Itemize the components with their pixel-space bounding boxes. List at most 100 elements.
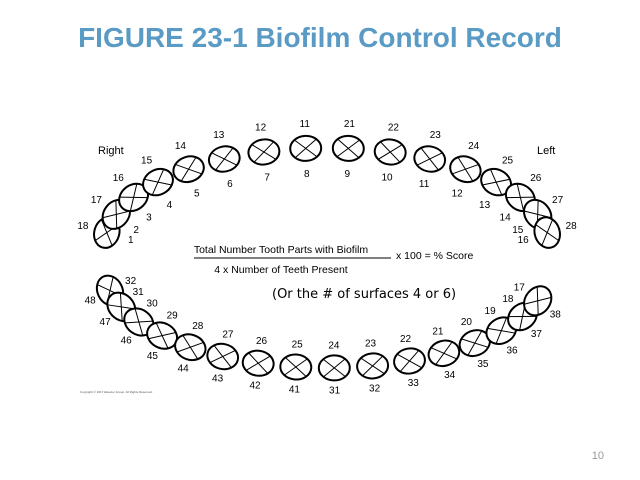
fdi-number-label: 48 (85, 296, 97, 307)
universal-number-label: 3 (146, 213, 152, 224)
tooth-divider (451, 163, 479, 175)
tooth-42[interactable] (241, 349, 275, 378)
universal-number-label: 18 (502, 294, 514, 305)
universal-number-label: 8 (304, 169, 310, 180)
tooth-21[interactable] (331, 134, 365, 162)
tooth-44[interactable] (172, 330, 209, 364)
fdi-number-label: 44 (178, 364, 190, 375)
universal-number-label: 22 (400, 334, 412, 345)
formula-multiplier: x 100 = % Score (396, 250, 473, 262)
tooth-22[interactable] (373, 138, 407, 167)
fdi-number-label: 15 (141, 155, 153, 166)
tooth-31[interactable] (317, 354, 351, 382)
tooth-divider (253, 141, 274, 163)
universal-number-label: 16 (518, 235, 530, 246)
fdi-number-label: 17 (91, 195, 103, 206)
tooth-11[interactable] (289, 134, 323, 162)
right-label: Right (98, 145, 124, 157)
fdi-number-label: 27 (552, 195, 564, 206)
copyright-text: Copyright © 2017 Elsevier Group. All Rig… (80, 390, 153, 394)
fdi-number-label: 28 (566, 221, 578, 232)
tooth-38[interactable] (518, 281, 557, 321)
fdi-number-label: 32 (369, 383, 381, 394)
fdi-number-label: 21 (344, 119, 356, 130)
tooth-divider (535, 224, 560, 242)
fdi-number-label: 47 (100, 317, 112, 328)
tooth-12[interactable] (247, 138, 281, 167)
tooth-14[interactable] (170, 152, 207, 186)
fdi-number-label: 16 (113, 173, 125, 184)
universal-number-label: 31 (133, 287, 145, 298)
tooth-divider (416, 152, 443, 166)
tooth-15[interactable] (139, 164, 178, 200)
fdi-number-label: 23 (430, 130, 442, 141)
universal-number-label: 7 (264, 172, 270, 183)
tooth-divider (294, 138, 317, 159)
tooth-34[interactable] (426, 337, 462, 369)
fdi-number-label: 41 (289, 385, 301, 396)
tooth-43[interactable] (205, 341, 241, 372)
fdi-number-label: 31 (329, 385, 341, 396)
universal-number-label: 12 (452, 188, 464, 199)
tooth-divider (377, 144, 403, 160)
tooth-33[interactable] (392, 346, 427, 376)
fdi-number-label: 11 (300, 119, 311, 130)
fdi-number-label: 24 (468, 141, 480, 152)
universal-number-label: 10 (381, 172, 393, 183)
tooth-24[interactable] (447, 152, 484, 186)
universal-number-label: 24 (328, 340, 340, 351)
tooth-divider (151, 169, 165, 196)
surfaces-note: (Or the # of surfaces 4 or 6) (272, 287, 456, 302)
fdi-number-label: 45 (147, 351, 159, 362)
tooth-divider (176, 341, 204, 353)
universal-number-label: 4 (167, 200, 173, 211)
fdi-number-label: 34 (444, 370, 456, 381)
fdi-number-label: 33 (408, 378, 420, 389)
tooth-divider (323, 358, 346, 378)
tooth-13[interactable] (206, 143, 242, 174)
fdi-number-label: 25 (502, 155, 514, 166)
tooth-divider (399, 350, 420, 372)
universal-number-label: 25 (292, 340, 304, 351)
tooth-23[interactable] (412, 143, 448, 174)
tooth-divider (124, 320, 153, 324)
universal-number-label: 28 (192, 321, 204, 332)
tooth-divider (284, 358, 308, 376)
tooth-divider (435, 341, 453, 366)
left-label: Left (537, 145, 555, 157)
tooth-41[interactable] (279, 353, 313, 381)
universal-number-label: 15 (512, 225, 524, 236)
tooth-32[interactable] (356, 352, 390, 380)
universal-number-label: 2 (133, 225, 139, 236)
universal-number-label: 13 (479, 200, 491, 211)
fdi-number-label: 42 (249, 380, 261, 391)
tooth-divider (115, 200, 118, 229)
universal-number-label: 21 (432, 327, 444, 338)
tooth-divider (209, 349, 236, 364)
fdi-number-label: 35 (477, 359, 489, 370)
fdi-number-label: 12 (255, 123, 267, 134)
tooth-divider (482, 178, 510, 186)
tooth-divider (148, 331, 176, 340)
universal-number-label: 6 (227, 179, 233, 190)
universal-number-label: 1 (128, 235, 134, 246)
tooth-divider (495, 317, 508, 344)
fdi-number-label: 18 (77, 221, 89, 232)
fdi-number-label: 22 (388, 123, 400, 134)
lower-arch: 4832473146304529442843274226412531243223… (85, 274, 561, 396)
tooth-divider (107, 304, 136, 310)
universal-number-label: 23 (365, 339, 377, 350)
tooth-divider (129, 183, 138, 212)
universal-number-label: 9 (345, 169, 351, 180)
universal-number-label: 5 (194, 188, 200, 199)
universal-number-label: 17 (514, 283, 526, 294)
fdi-number-label: 46 (121, 336, 133, 347)
fdi-number-label: 13 (213, 130, 225, 141)
universal-number-label: 14 (500, 213, 512, 224)
tooth-28[interactable] (531, 214, 564, 251)
universal-number-label: 29 (167, 311, 179, 322)
universal-number-label: 30 (147, 299, 159, 310)
universal-number-label: 20 (461, 317, 473, 328)
figure-title: FIGURE 23-1 Biofilm Control Record (78, 22, 562, 53)
